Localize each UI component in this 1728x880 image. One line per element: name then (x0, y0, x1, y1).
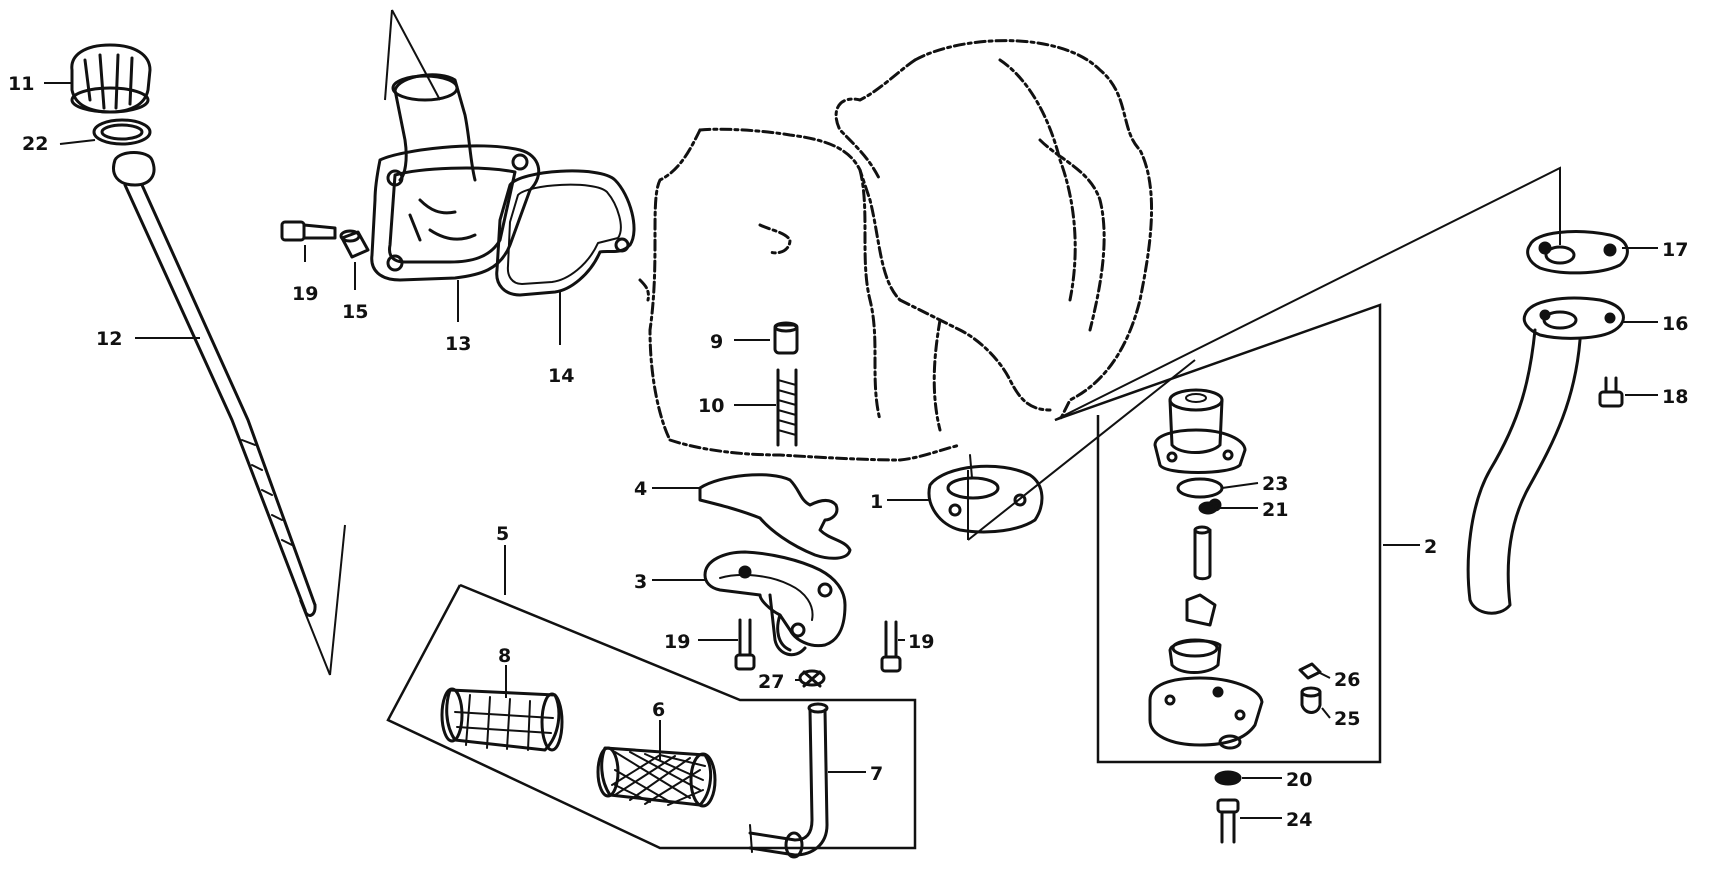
callout-8: 8 (498, 645, 511, 667)
pump-assembly-bracket (1054, 303, 1382, 764)
callout-10: 10 (698, 395, 724, 417)
callout-17: 17 (1662, 239, 1688, 261)
callout-9: 9 (710, 331, 723, 353)
callout-25: 25 (1334, 708, 1360, 730)
relief-washer (1298, 662, 1322, 680)
callout-16: 16 (1662, 313, 1688, 335)
pump-bolt-left (734, 618, 756, 671)
oil-pipe (748, 702, 829, 859)
callout-leaders (44, 82, 1658, 819)
callout-5: 5 (496, 523, 509, 545)
callout-6: 6 (652, 699, 665, 721)
oil-filter-element (596, 746, 717, 808)
pipe-bolt (1598, 376, 1624, 408)
pump-shaft-washer (1198, 501, 1218, 515)
callout-20: 20 (1286, 769, 1312, 791)
callout-24: 24 (1286, 809, 1312, 831)
oil-pump-body (703, 550, 847, 657)
trochoid-pump-assembly (1148, 388, 1264, 750)
callout-14: 14 (548, 365, 574, 387)
engine-crankcase-outline (638, 39, 1153, 462)
callout-12: 12 (96, 328, 122, 350)
upper-reference-lines (384, 9, 441, 101)
callout-1: 1 (870, 491, 883, 513)
callout-21: 21 (1262, 499, 1288, 521)
callout-26: 26 (1334, 669, 1360, 691)
drain-bolt (1216, 798, 1240, 844)
dipstick-reference-lines (299, 524, 346, 676)
bolt-upper-left (280, 220, 337, 242)
filler-neck-housing (370, 73, 541, 282)
oil-pump-gasket (698, 473, 852, 560)
callout-labels: 11 22 12 19 15 13 14 9 10 4 3 19 19 27 5… (8, 73, 1688, 831)
callout-3: 3 (634, 571, 647, 593)
pipe-flange (1526, 230, 1629, 275)
callout-18: 18 (1662, 386, 1688, 408)
callout-4: 4 (634, 478, 647, 500)
oil-level-dipstick (112, 151, 317, 617)
callout-19-left: 19 (664, 631, 690, 653)
drain-washer (1214, 770, 1242, 786)
oil-filler-cap (70, 43, 152, 114)
collar (339, 229, 370, 259)
strainer-group-bracket (386, 583, 917, 850)
callout-19-top: 19 (292, 283, 318, 305)
pump-bolt-right (880, 620, 902, 673)
cover-bolt (1300, 686, 1322, 714)
pump-mounting-gasket (927, 454, 1044, 534)
callout-19-right: 19 (908, 631, 934, 653)
callout-22: 22 (22, 133, 48, 155)
reference-lines (967, 166, 1561, 541)
callout-11: 11 (8, 73, 34, 95)
callout-13: 13 (445, 333, 471, 355)
dowel-pin (773, 321, 799, 355)
callout-2: 2 (1424, 536, 1437, 558)
callout-7: 7 (870, 763, 883, 785)
o-ring (92, 118, 152, 146)
oil-strainer-screen (440, 687, 564, 752)
stud-bolt (776, 368, 798, 447)
callout-27: 27 (758, 671, 784, 693)
sealing-washer (798, 669, 826, 688)
callout-23: 23 (1262, 473, 1288, 495)
housing-gasket (495, 169, 636, 297)
callout-15: 15 (342, 301, 368, 323)
oil-delivery-pipe (1466, 296, 1625, 615)
